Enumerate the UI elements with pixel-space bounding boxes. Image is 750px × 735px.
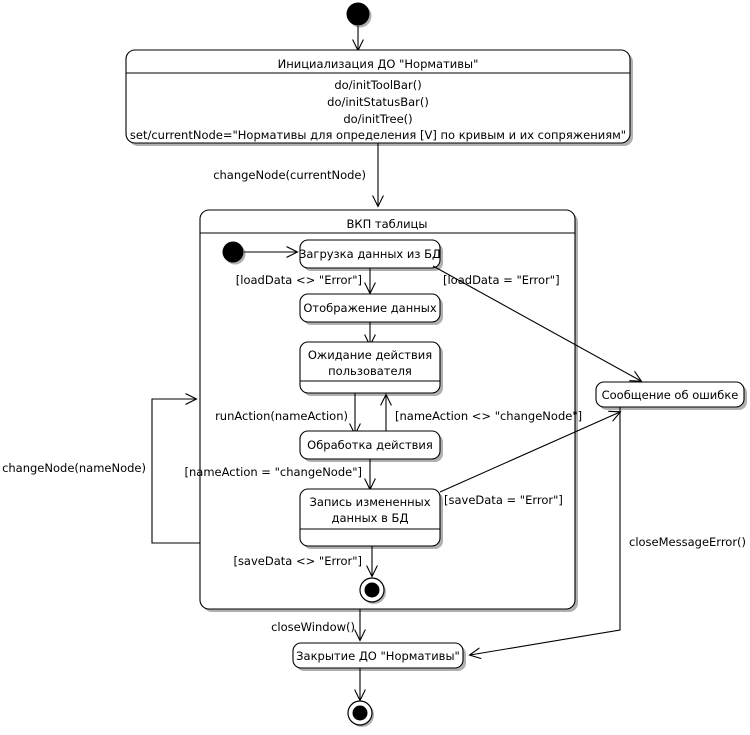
- state-show-data[interactable]: Отображение данных: [299, 293, 443, 325]
- state-wait-action[interactable]: Ожидание действия пользователя: [299, 341, 443, 396]
- transition-label-savedata-error: [saveData = "Error"]: [444, 493, 563, 507]
- transition-closewindow: closeWindow(): [271, 609, 360, 640]
- state-close-title: Закрытие ДО "Нормативы": [296, 649, 460, 663]
- final-node: [347, 700, 374, 727]
- state-save-data-title-line1: Запись измененных: [309, 495, 430, 509]
- transition-nameaction-changenode: [nameAction = "changeNode"]: [185, 459, 370, 489]
- transition-label-closemessageerror: closeMessageError(): [629, 535, 746, 549]
- state-wait-action-title-line1: Ожидание действия: [308, 348, 432, 362]
- state-wait-action-title-line2: пользователя: [328, 364, 412, 378]
- state-error-message[interactable]: Сообщение об ошибке: [595, 381, 747, 410]
- transition-label-loaddata-ok: [loadData <> "Error"]: [236, 273, 362, 287]
- transition-label-savedata-ok: [saveData <> "Error"]: [233, 554, 362, 568]
- transition-label-loaddata-error: [loadData = "Error"]: [443, 273, 560, 287]
- transition-closemessageerror: closeMessageError(): [470, 407, 746, 655]
- transition-nameaction-not-changenode: [nameAction <> "changeNode"]: [386, 395, 582, 434]
- transition-changenode-currentnode: changeNode(currentNode): [213, 143, 378, 206]
- transition-runaction: runAction(nameAction): [215, 393, 355, 434]
- transition-changenode-namenode: changeNode(nameNode): [2, 399, 200, 544]
- transition-loaddata-error: [loadData = "Error"]: [432, 265, 641, 381]
- state-error-message-title: Сообщение об ошибке: [602, 388, 739, 402]
- transition-label-changenode-currentnode: changeNode(currentNode): [213, 168, 366, 182]
- state-init-action-1: do/initStatusBar(): [327, 95, 429, 109]
- state-save-data-title-line2: данных в БД: [332, 511, 409, 525]
- state-load-data[interactable]: Загрузка данных из БД: [299, 239, 443, 271]
- state-init-action-2: do/initTree(): [343, 112, 412, 126]
- state-show-data-title: Отображение данных: [303, 301, 437, 315]
- state-process-action-title: Обработка действия: [307, 438, 433, 452]
- transition-label-closewindow: closeWindow(): [271, 620, 355, 634]
- inner-initial-node: [222, 241, 246, 265]
- state-init-action-0: do/initToolBar(): [334, 78, 421, 92]
- state-close[interactable]: Закрытие ДО "Нормативы": [292, 642, 466, 671]
- state-load-data-title: Загрузка данных из БД: [299, 247, 441, 261]
- start-initial-node: [346, 2, 372, 28]
- composite-state-vkp-tablicy[interactable]: ВКП таблицы: [199, 209, 578, 612]
- state-init-action-3: set/currentNode="Нормативы для определен…: [130, 128, 626, 142]
- transition-label-runaction: runAction(nameAction): [215, 409, 348, 423]
- state-process-action[interactable]: Обработка действия: [299, 430, 443, 462]
- inner-final-node: [359, 577, 386, 604]
- state-init[interactable]: Инициализация ДО "Нормативы" do/initTool…: [125, 49, 633, 146]
- transition-label-nameaction-changenode: [nameAction = "changeNode"]: [185, 465, 362, 479]
- transition-loaddata-ok: [loadData <> "Error"]: [236, 268, 370, 293]
- state-save-data[interactable]: Запись измененных данных в БД: [299, 488, 443, 549]
- transition-savedata-ok: [saveData <> "Error"]: [233, 546, 372, 576]
- transition-label-nameaction-not-changenode: [nameAction <> "changeNode"]: [395, 409, 582, 423]
- transition-label-changenode-namenode: changeNode(nameNode): [2, 461, 146, 475]
- transition-savedata-error: [saveData = "Error"]: [439, 412, 620, 507]
- composite-state-title: ВКП таблицы: [347, 217, 428, 231]
- state-init-title: Инициализация ДО "Нормативы": [278, 57, 479, 71]
